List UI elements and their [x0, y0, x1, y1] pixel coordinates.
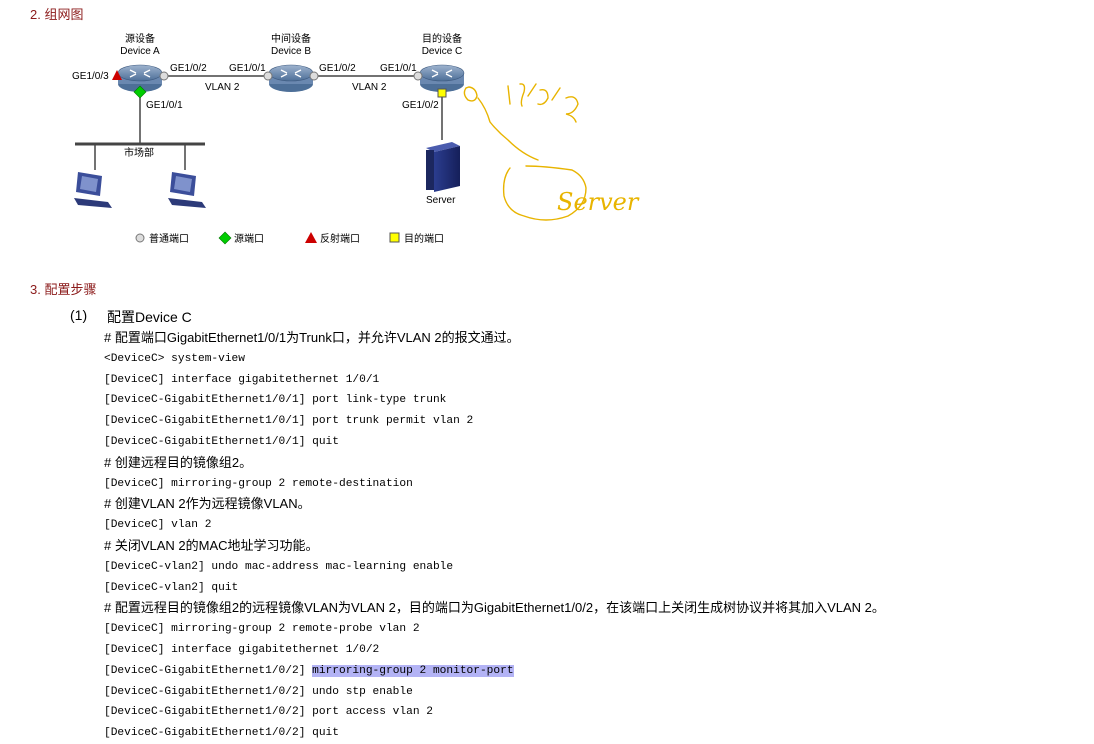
config-code-line: [DeviceC-GigabitEthernet1/0/2] quit [104, 723, 1084, 744]
legend-reflect-label: 反射端口 [320, 232, 360, 245]
legend-reflect-icon [305, 232, 317, 243]
vlan-label: VLAN 2 [352, 82, 387, 93]
config-comment: # 配置远程目的镜像组2的远程镜像VLAN为VLAN 2，目的端口为Gigabi… [104, 598, 1084, 619]
legend-source-label: 源端口 [234, 232, 264, 245]
config-code-line: [DeviceC] interface gigabitethernet 1/0/… [104, 640, 1084, 661]
device-a-role: 源设备 [125, 32, 155, 45]
vlan-label: VLAN 2 [205, 82, 240, 93]
config-code-prefix: [DeviceC-GigabitEthernet1/0/2] [104, 665, 312, 677]
port-label: GE1/0/2 [170, 63, 207, 74]
config-code-line: [DeviceC] mirroring-group 2 remote-desti… [104, 474, 1084, 495]
port-label: GE1/0/3 [72, 71, 109, 82]
selected-text-highlight[interactable]: mirroring-group 2 monitor-port [312, 665, 513, 677]
port-label: GE1/0/2 [402, 100, 439, 111]
config-lines: # 配置端口GigabitEthernet1/0/1为Trunk口，并允许VLA… [104, 328, 1084, 744]
config-code-line: [DeviceC] interface gigabitethernet 1/0/… [104, 370, 1084, 391]
config-comment: # 配置端口GigabitEthernet1/0/1为Trunk口，并允许VLA… [104, 328, 1084, 349]
legend-source-icon [219, 232, 231, 244]
config-code-line: [DeviceC-GigabitEthernet1/0/1] quit [104, 432, 1084, 453]
config-code-line: [DeviceC-vlan2] quit [104, 578, 1084, 599]
section-3-heading: 3. 配置步骤 [30, 279, 96, 298]
device-c-router-icon [420, 65, 464, 92]
network-diagram: 源设备 Device A 中间设备 Device B 目的设备 Device C… [0, 0, 700, 260]
market-dept-label: 市场部 [124, 146, 154, 159]
legend-dest-label: 目的端口 [404, 232, 444, 245]
legend-normal-label: 普通端口 [149, 232, 189, 245]
config-code-line: [DeviceC-GigabitEthernet1/0/1] port link… [104, 390, 1084, 411]
config-code-line: [DeviceC] vlan 2 [104, 515, 1084, 536]
legend-normal-icon [136, 234, 144, 242]
step-title: 配置Device C [107, 307, 192, 327]
normal-port-marker [310, 72, 318, 80]
device-b-router-icon [269, 65, 313, 92]
config-code-line-highlighted: [DeviceC-GigabitEthernet1/0/2] mirroring… [104, 661, 1084, 682]
config-code-line: [DeviceC-GigabitEthernet1/0/2] undo stp … [104, 682, 1084, 703]
legend-dest-icon [390, 233, 399, 242]
config-comment: # 创建远程目的镜像组2。 [104, 453, 1084, 474]
config-code-line: [DeviceC] mirroring-group 2 remote-probe… [104, 619, 1084, 640]
step-number: (1) [70, 307, 87, 323]
device-c-role: 目的设备 [422, 32, 462, 45]
device-c-name: Device C [422, 46, 463, 57]
device-b-name: Device B [271, 46, 311, 57]
config-code-line: [DeviceC-vlan2] undo mac-address mac-lea… [104, 557, 1084, 578]
server-icon [426, 142, 460, 192]
port-label: GE1/0/1 [380, 63, 417, 74]
port-label: GE1/0/1 [229, 63, 266, 74]
config-code-line: [DeviceC-GigabitEthernet1/0/1] port trun… [104, 411, 1084, 432]
server-label: Server [426, 195, 456, 206]
port-label: GE1/0/2 [319, 63, 356, 74]
pc-icon [74, 172, 112, 208]
config-comment: # 创建VLAN 2作为远程镜像VLAN。 [104, 494, 1084, 515]
device-b-role: 中间设备 [271, 32, 311, 45]
device-a-name: Device A [120, 46, 160, 57]
annotation-server-text: Server [557, 188, 640, 216]
dest-port-marker [438, 89, 446, 97]
config-comment: # 关闭VLAN 2的MAC地址学习功能。 [104, 536, 1084, 557]
port-label: GE1/0/1 [146, 100, 183, 111]
config-code-line: <DeviceC> system-view [104, 349, 1084, 370]
pc-icon [168, 172, 206, 208]
normal-port-marker [160, 72, 168, 80]
config-code-line: [DeviceC-GigabitEthernet1/0/2] port acce… [104, 702, 1084, 723]
